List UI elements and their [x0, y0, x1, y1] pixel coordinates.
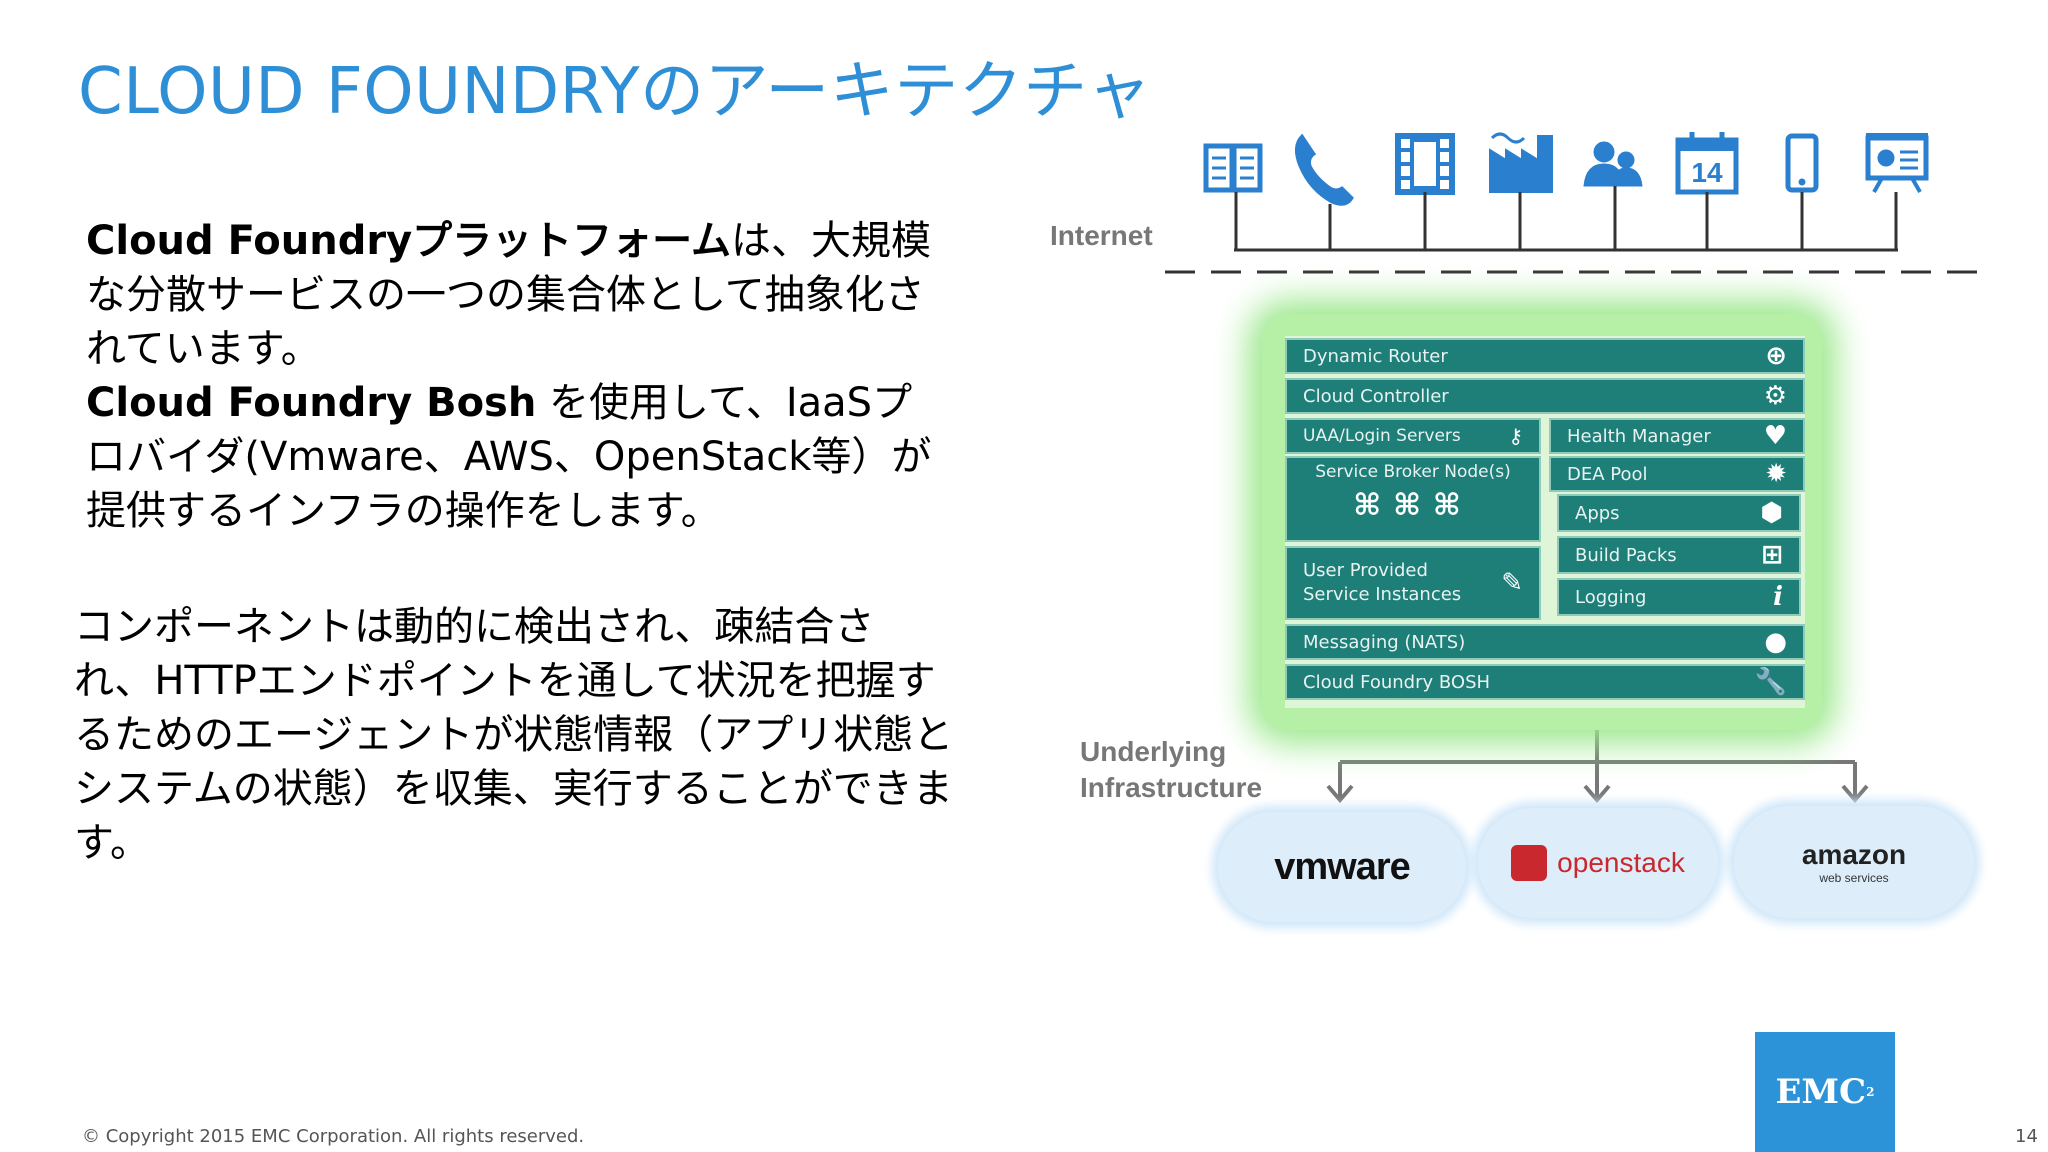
apps-label: Apps — [1575, 502, 1620, 524]
user-provided-label-line1: User Provided — [1303, 560, 1428, 581]
top-icons — [1203, 132, 1929, 206]
calendar-icon — [1675, 132, 1739, 195]
amazon-logo-sub: web services — [1819, 871, 1889, 885]
amazon-cloud: amazon web services — [1734, 806, 1974, 918]
cloud-foundry-bosh: Cloud Foundry BOSH 🔧 — [1285, 664, 1805, 700]
dynamic-router-label: Dynamic Router — [1303, 345, 1448, 367]
chat-icon: ● — [1764, 627, 1787, 657]
platform-name: Cloud Foundryプラットフォーム — [86, 218, 731, 264]
logging-label: Logging — [1575, 586, 1647, 608]
emc-logo-text: EMC — [1775, 1072, 1867, 1112]
cloud-controller-label: Cloud Controller — [1303, 385, 1449, 407]
infrastructure-label-line1: Underlying — [1080, 736, 1227, 767]
internet-label: Internet — [1050, 220, 1153, 251]
medal-icon: ⚙ — [1763, 381, 1787, 411]
wrench-icon: 🔧 — [1754, 667, 1787, 697]
edit-icon: ✎ — [1501, 568, 1523, 598]
infrastructure-label: Underlying Infrastructure — [1080, 734, 1262, 806]
dea-pool: DEA Pool ✹ — [1549, 456, 1805, 492]
messaging-nats: Messaging (NATS) ● — [1285, 624, 1805, 660]
user-provided-label-line2: Service Instances — [1303, 584, 1462, 605]
dea-pool-label: DEA Pool — [1567, 463, 1648, 485]
film-icon — [1395, 133, 1455, 195]
uaa-login-servers: UAA/Login Servers ⚷ — [1285, 418, 1541, 454]
openstack-logo: openstack — [1557, 847, 1685, 878]
slide-title: CLOUD FOUNDRYのアーキテクチャ — [78, 55, 1152, 129]
bosh-name: Cloud Foundry Bosh — [86, 380, 537, 426]
cloud-controller: Cloud Controller ⚙ — [1285, 378, 1805, 414]
health-manager-label: Health Manager — [1567, 425, 1711, 447]
info-icon: i — [1773, 582, 1783, 612]
apps: Apps ⬢ — [1557, 494, 1801, 532]
health-manager: Health Manager ♥ — [1549, 418, 1805, 454]
service-broker-icons: ⌘⌘⌘ — [1353, 488, 1473, 523]
key-icon: ⚷ — [1508, 424, 1523, 448]
heart-icon: ♥ — [1763, 421, 1787, 451]
amazon-logo: amazon — [1801, 839, 1907, 870]
platform-description: は、大規模な分散サービスの一つの集合体として抽象化されています。 — [86, 218, 931, 372]
paragraph-components: コンポーネントは動的に検出され、疎結合され、HTTPエンドポイントを通して状況を… — [74, 604, 954, 866]
vmware-cloud: vmware — [1218, 812, 1466, 922]
infrastructure-label-line2: Infrastructure — [1080, 772, 1263, 803]
mobile-icon — [1785, 133, 1819, 193]
infrastructure-connector-lines — [1326, 720, 1869, 804]
vmware-logo: vmware — [1274, 845, 1411, 888]
uaa-label: UAA/Login Servers — [1303, 426, 1461, 446]
build-packs-label: Build Packs — [1575, 544, 1677, 566]
router-icon: ⊕ — [1765, 341, 1787, 371]
messaging-label: Messaging (NATS) — [1303, 631, 1466, 653]
book-icon — [1203, 143, 1263, 193]
component-stack: Dynamic Router ⊕ Cloud Controller ⚙ UAA/Lo… — [1285, 336, 1805, 708]
service-broker-label: Service Broker Node(s) — [1315, 462, 1511, 482]
internet-connector-lines — [1234, 186, 1898, 252]
presentation-icon — [1865, 133, 1929, 193]
bosh-description: を使用して、IaaSプロバイダ(Vmware、AWS、OpenStack等）が提… — [86, 380, 932, 534]
openstack-logo-mark — [1511, 845, 1548, 881]
bosh-label: Cloud Foundry BOSH — [1303, 671, 1491, 693]
gift-icon: ⊞ — [1761, 540, 1783, 570]
paragraph-platform: Cloud Foundryプラットフォームは、大規模な分散サービスの一つの集合体… — [86, 214, 946, 538]
logging: Logging i — [1557, 578, 1801, 616]
openstack-cloud: openstack — [1478, 808, 1718, 918]
page-number: 14 — [2015, 1126, 2038, 1147]
dynamic-router: Dynamic Router ⊕ — [1285, 338, 1805, 374]
service-broker-nodes: Service Broker Node(s) ⌘⌘⌘ — [1285, 456, 1541, 542]
calendar-day: 14 — [1691, 157, 1723, 188]
gear-icon: ✹ — [1765, 459, 1787, 489]
build-packs: Build Packs ⊞ — [1557, 536, 1801, 574]
factory-icon — [1489, 132, 1553, 193]
people-icon — [1583, 141, 1643, 187]
cube-icon: ⬢ — [1760, 498, 1783, 528]
copyright: © Copyright 2015 EMC Corporation. All ri… — [82, 1126, 585, 1147]
emc-logo-sup: 2 — [1866, 1085, 1875, 1099]
phone-icon — [1295, 133, 1354, 206]
